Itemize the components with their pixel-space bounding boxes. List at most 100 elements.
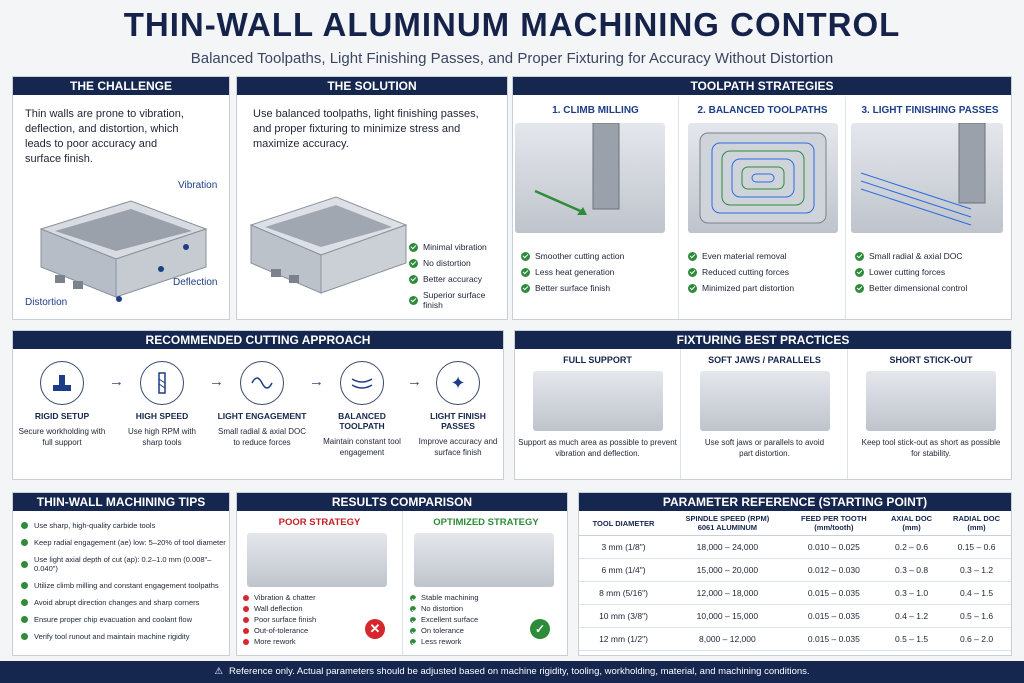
solution-heading: THE SOLUTION: [237, 77, 507, 95]
bullet-icon: [243, 594, 249, 601]
arrow-right-icon: →: [109, 373, 124, 390]
solution-panel: THE SOLUTION Use balanced toolpaths, lig…: [236, 76, 508, 320]
bullet-icon: [243, 638, 249, 645]
fixturing-panel: FIXTURING BEST PRACTICES FULL SUPPORT Su…: [514, 330, 1012, 480]
toolpath-panel: TOOLPATH STRATEGIES 1. CLIMB MILLING Smo…: [512, 76, 1012, 320]
params-heading: PARAMETER REFERENCE (STARTING POINT): [579, 493, 1011, 511]
benefit-item: Superior surface finish: [409, 290, 507, 310]
bullet-icon: [410, 594, 416, 601]
toolpath-heading: TOOLPATH STRATEGIES: [513, 77, 1011, 95]
distortion-label: Distortion: [25, 297, 68, 308]
tip-item: Use sharp, high-quality carbide tools: [21, 521, 229, 530]
benefit-item: Minimal vibration: [409, 242, 507, 252]
challenge-heading: THE CHALLENGE: [13, 77, 229, 95]
check-icon: [521, 283, 530, 293]
poor-strategy-title: POOR STRATEGY: [278, 517, 361, 528]
check-icon: [855, 267, 864, 277]
tip-item: Utilize climb milling and constant engag…: [21, 581, 229, 590]
strategy-title: 3. LIGHT FINISHING PASSES: [861, 105, 999, 116]
check-icon: [409, 274, 418, 284]
arrow-right-icon: →: [407, 373, 422, 390]
optimized-strategy-title: OPTIMIZED STRATEGY: [433, 517, 539, 528]
results-heading: RESULTS COMPARISON: [237, 493, 567, 511]
strategy-point: Lower cutting forces: [855, 267, 967, 277]
bullet-icon: [21, 633, 28, 640]
bullet-icon: [21, 560, 28, 568]
bullet-icon: [21, 599, 28, 606]
fixture-desc: Use soft jaws or parallels to avoid part…: [704, 438, 825, 458]
optimized-point: Stable machining: [410, 593, 479, 602]
step-high-speed: HIGH SPEED Use high RPM with sharp tools: [117, 361, 207, 448]
bullet-icon: [21, 616, 28, 623]
strategy-point: Small radial & axial DOC: [855, 251, 967, 261]
check-icon: [409, 295, 418, 305]
bullet-icon: [243, 616, 249, 623]
fixture-title: SOFT JAWS / PARALLELS: [708, 355, 821, 365]
step-desc: Use high RPM with sharp tools: [127, 427, 197, 447]
benefit-item: Better accuracy: [409, 274, 507, 284]
strategy-point: Minimized part distortion: [688, 283, 794, 293]
optimized-point: Less rework: [410, 637, 479, 646]
tip-item: Ensure proper chip evacuation and coolan…: [21, 615, 229, 624]
fixturing-heading: FIXTURING BEST PRACTICES: [515, 331, 1011, 349]
sparkle-icon: ✦: [436, 361, 480, 405]
clamp-icon: [40, 361, 84, 405]
step-rigid-setup: RIGID SETUP Secure workholding with full…: [17, 361, 107, 448]
column-header: SPINDLE SPEED (RPM)6061 ALUMINUM: [668, 511, 787, 536]
arrow-right-icon: →: [209, 373, 224, 390]
tips-panel: THIN-WALL MACHINING TIPS Use sharp, high…: [12, 492, 230, 656]
deflection-label: Deflection: [173, 277, 218, 288]
strategy-balanced-toolpaths: 2. BALANCED TOOLPATHS Even material remo…: [680, 97, 846, 319]
step-desc: Maintain constant tool engagement: [323, 437, 401, 457]
step-desc: Improve accuracy and surface finish: [418, 437, 498, 457]
optimized-point: On tolerance: [410, 626, 479, 635]
solution-benefits: Minimal vibration No distortion Better a…: [409, 242, 507, 316]
params-table: TOOL DIAMETER SPINDLE SPEED (RPM)6061 AL…: [579, 511, 1011, 651]
bullet-icon: [410, 616, 416, 623]
step-light-finish: ✦ LIGHT FINISH PASSES Improve accuracy a…: [413, 361, 503, 458]
fixture-short-stickout: SHORT STICK-OUT Keep tool stick-out as s…: [849, 349, 1013, 479]
poor-point: Out-of-tolerance: [243, 626, 316, 635]
bullet-icon: [410, 638, 416, 645]
tip-item: Verify tool runout and maintain machine …: [21, 632, 229, 641]
footer-text: Reference only. Actual parameters should…: [228, 666, 810, 677]
poor-point: Vibration & chatter: [243, 593, 316, 602]
params-panel: PARAMETER REFERENCE (STARTING POINT) TOO…: [578, 492, 1012, 656]
poor-strategy: POOR STRATEGY Vibration & chatter Wall d…: [237, 511, 403, 655]
poor-part-image: [247, 533, 387, 587]
poor-point: Wall deflection: [243, 604, 316, 613]
solution-text: Use balanced toolpaths, light finishing …: [253, 108, 479, 150]
check-icon: [855, 251, 864, 261]
fixture-soft-jaws: SOFT JAWS / PARALLELS Use soft jaws or p…: [682, 349, 848, 479]
tip-item: Use light axial depth of cut (ap): 0.2–1…: [21, 555, 229, 573]
bullet-icon: [21, 582, 28, 589]
check-icon: [521, 267, 530, 277]
vibration-label: Vibration: [178, 180, 218, 191]
optimized-point: No distortion: [410, 604, 479, 613]
arrow-right-icon: →: [309, 373, 324, 390]
step-title: HIGH SPEED: [135, 411, 189, 421]
endmill-icon: [140, 361, 184, 405]
short-stickout-image: [866, 371, 996, 431]
light-finishing-image: [851, 122, 1003, 233]
balanced-toolpath-image: [688, 123, 838, 233]
fixture-desc: Keep tool stick-out as short as possible…: [861, 438, 1001, 458]
fixture-title: FULL SUPPORT: [563, 355, 632, 365]
check-mark-icon: ✓: [530, 619, 550, 639]
check-icon: [409, 258, 418, 268]
poor-point: Poor surface finish: [243, 615, 316, 624]
table-header-row: TOOL DIAMETER SPINDLE SPEED (RPM)6061 AL…: [579, 511, 1011, 536]
step-title: LIGHT ENGAGEMENT: [217, 411, 307, 421]
strategy-point: Smoother cutting action: [521, 251, 624, 261]
approach-panel: RECOMMENDED CUTTING APPROACH RIGID SETUP…: [12, 330, 504, 480]
strategy-point: Better surface finish: [521, 283, 624, 293]
wave-icon: [240, 361, 284, 405]
check-icon: [521, 251, 530, 261]
x-mark-icon: ✕: [365, 619, 385, 639]
check-icon: [688, 251, 697, 261]
strategy-title: 2. BALANCED TOOLPATHS: [697, 105, 828, 116]
bullet-icon: [243, 605, 249, 612]
